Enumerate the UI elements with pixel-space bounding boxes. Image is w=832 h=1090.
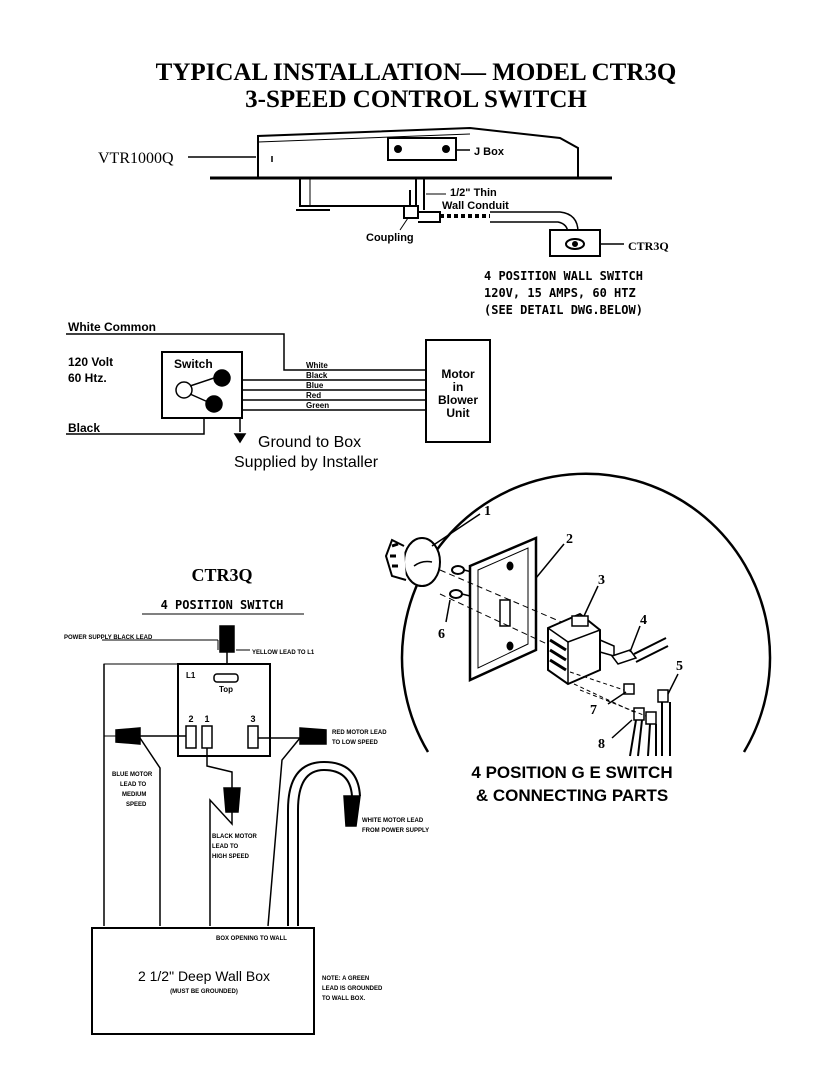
part-clips [569, 671, 657, 757]
wire-label-red: Red [306, 391, 321, 400]
label-ground-2: Supplied by Installer [234, 454, 379, 471]
part-number-7: 7 [590, 703, 597, 718]
label-blue-lead-4: SPEED [126, 802, 147, 808]
label-white-lead-2: FROM POWER SUPPLY [362, 828, 429, 834]
motor-label-4: Unit [446, 406, 469, 420]
terminal-2: 2 [188, 714, 193, 724]
detail-title: CTR3Q [191, 565, 252, 585]
label-blue-lead-2: LEAD TO [120, 782, 147, 788]
label-black-lead-3: HIGH SPEED [212, 854, 250, 860]
motor-box [425, 339, 491, 443]
top-installation [188, 126, 624, 257]
detail-subtitle: 4 POSITION SWITCH [161, 598, 284, 612]
motor-label-3: Blower [438, 393, 478, 407]
parts-detail [384, 472, 772, 757]
part-number-4: 4 [640, 613, 647, 628]
motor-label-2: in [453, 380, 464, 394]
label-vtr1000q: VTR1000Q [98, 150, 174, 167]
part-number-6: 6 [438, 627, 445, 642]
part-wall-plate [468, 536, 538, 682]
label-coupling: Coupling [366, 232, 414, 244]
label-ground-1: Ground to Box [258, 434, 361, 451]
spec-line-3: (SEE DETAIL DWG.BELOW) [484, 303, 643, 317]
part-knob [384, 537, 441, 587]
label-black-supply: Black [68, 421, 100, 435]
label-60-htz: 60 Htz. [68, 371, 107, 385]
part-number-1: 1 [484, 504, 491, 519]
label-red-lead-2: TO LOW SPEED [332, 740, 379, 746]
part-screws [449, 565, 473, 599]
parts-caption-2: & CONNECTING PARTS [476, 786, 668, 805]
label-black-lead-1: BLACK MOTOR [212, 834, 258, 840]
label-white-common: White Common [68, 320, 156, 334]
part-number-2: 2 [566, 532, 573, 547]
label-conduit-2: Wall Conduit [442, 200, 509, 212]
note-line-1: NOTE: A GREEN [322, 976, 369, 982]
note-line-3: TO WALL BOX. [322, 996, 365, 1002]
coupling [403, 205, 419, 219]
part-switch [547, 612, 615, 686]
title-line-2: 3-SPEED CONTROL SWITCH [245, 86, 587, 113]
label-box-opening: BOX OPENING TO WALL [216, 936, 287, 942]
label-blue-lead-1: BLUE MOTOR [112, 772, 153, 778]
note-line-2: LEAD IS GROUNDED [322, 986, 383, 992]
motor-label-1: Motor [441, 367, 475, 381]
label-white-lead-1: WHITE MOTOR LEAD [362, 818, 424, 824]
label-j-box: J Box [474, 146, 505, 158]
wire-label-white: White [306, 361, 328, 370]
terminal-1: 1 [204, 714, 209, 724]
spec-line-2: 120V, 15 AMPS, 60 HTZ [484, 286, 636, 300]
switch-box [161, 351, 243, 419]
part-number-8: 8 [598, 737, 605, 752]
label-top: Top [219, 685, 233, 694]
spec-line-1: 4 POSITION WALL SWITCH [484, 269, 643, 283]
label-red-lead-1: RED MOTOR LEAD [332, 730, 387, 736]
wall-box [91, 927, 315, 1035]
label-l1: L1 [186, 671, 196, 680]
wire-label-blue: Blue [306, 381, 324, 390]
label-power-supply-black: POWER SUPPLY BLACK LEAD [64, 635, 153, 641]
part-number-3: 3 [598, 573, 605, 588]
wiring-schematic [66, 333, 491, 444]
label-blue-lead-3: MEDIUM [122, 792, 146, 798]
j-box [387, 137, 457, 161]
wire-label-green: Green [306, 401, 329, 410]
label-black-lead-2: LEAD TO [212, 844, 239, 850]
title-line-1: TYPICAL INSTALLATION— MODEL CTR3Q [156, 59, 677, 86]
parts-caption-1: 4 POSITION G E SWITCH [471, 763, 672, 782]
label-switch: Switch [174, 357, 213, 371]
label-120-volt: 120 Volt [68, 355, 113, 369]
wall-box-title: 2 1/2" Deep Wall Box [138, 968, 270, 984]
wall-box-subtitle: (MUST BE GROUNDED) [170, 989, 238, 995]
terminal-3: 3 [250, 714, 255, 724]
part-connector [657, 689, 671, 756]
detail-switch-wiring [91, 625, 361, 1035]
wire-label-black: Black [306, 371, 328, 380]
part-lug [610, 637, 669, 665]
label-conduit-1: 1/2" Thin [450, 187, 497, 199]
label-yellow-lead: YELLOW LEAD TO L1 [252, 650, 315, 656]
part-number-5: 5 [676, 659, 683, 674]
label-ctr3q-top: CTR3Q [628, 239, 669, 253]
